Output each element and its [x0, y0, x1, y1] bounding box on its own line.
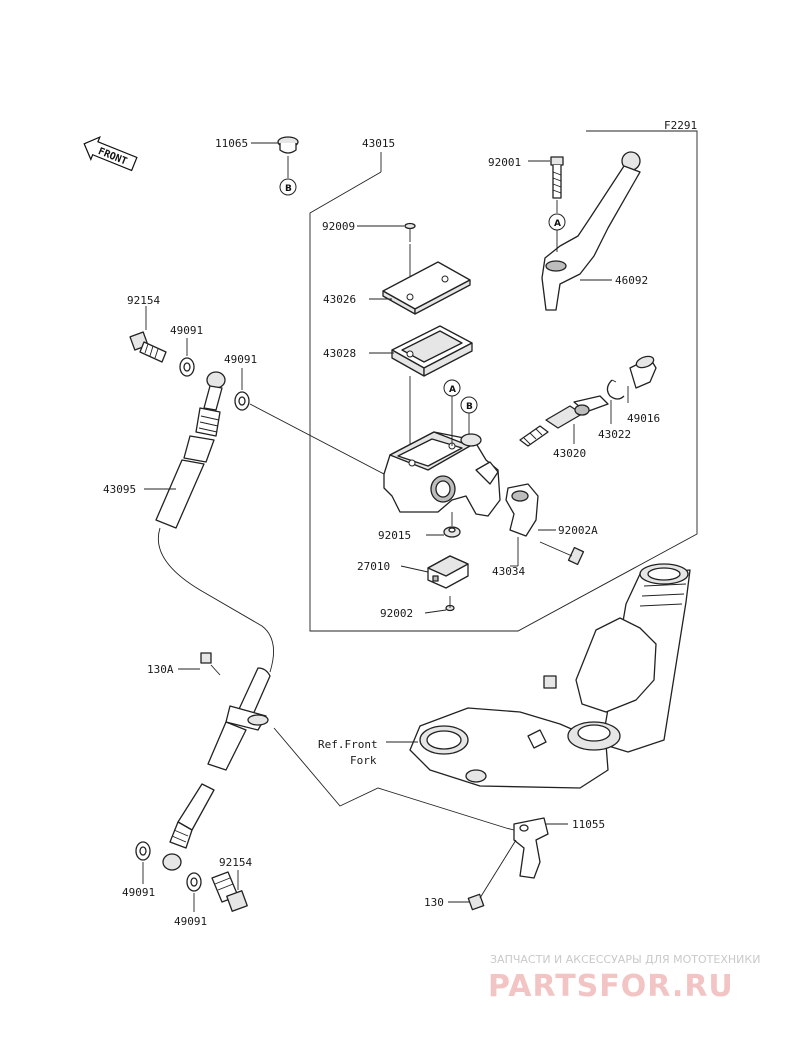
label-49016: 49016: [627, 412, 660, 425]
label-92154-top: 92154: [127, 294, 160, 307]
watermark-brand: PARTSFOR.RU: [488, 969, 734, 1004]
label-92009: 92009: [322, 220, 355, 233]
clamp-43034: [505, 483, 539, 537]
label-11065: 11065: [215, 137, 248, 150]
ref-front-fork-line2: Fork: [350, 754, 377, 767]
label-43026: 43026: [323, 293, 356, 306]
washer-49091-d: [186, 872, 202, 892]
screw-92009: [404, 222, 416, 242]
label-49091-b: 49091: [224, 353, 257, 366]
label-43020: 43020: [553, 447, 586, 460]
marker-a-1: A: [554, 219, 561, 229]
ref-front-fork-line1: Ref.Front: [318, 738, 378, 751]
circlip-43022: [606, 379, 625, 400]
washer-92015: [443, 526, 461, 538]
marker-a-2: A: [449, 385, 456, 395]
banjo-bolt-92154-top: [129, 331, 167, 363]
label-49091-d: 49091: [174, 915, 207, 928]
washer-49091-c: [135, 841, 151, 861]
cap-11065: [277, 136, 299, 154]
label-43095: 43095: [103, 483, 136, 496]
hose-bracket-11055: [513, 817, 549, 879]
brake-lever: [541, 151, 641, 311]
reservoir-cover-43026: [382, 261, 471, 315]
label-11055: 11055: [572, 818, 605, 831]
dust-boot-49016: [629, 355, 657, 389]
label-43034: 43034: [492, 565, 525, 578]
label-92001: 92001: [488, 156, 521, 169]
label-92015: 92015: [378, 529, 411, 542]
screw-92002: [445, 596, 455, 612]
label-92154-bottom: 92154: [219, 856, 252, 869]
piston-kit-43020: [519, 395, 609, 447]
label-49091-a: 49091: [170, 324, 203, 337]
bolt-130A: [200, 652, 221, 676]
label-43028: 43028: [323, 347, 356, 360]
pivot-bolt-92001: [550, 156, 564, 199]
marker-b-1: B: [285, 184, 292, 194]
bolt-130: [467, 839, 517, 911]
washer-49091-b: [234, 391, 250, 411]
label-43022: 43022: [598, 428, 631, 441]
figure-code: F2291: [664, 119, 697, 132]
diaphragm-43028: [391, 325, 473, 377]
marker-b-2: B: [466, 402, 473, 412]
label-92002A: 92002A: [558, 524, 598, 537]
label-43015: 43015: [362, 137, 395, 150]
label-46092: 46092: [615, 274, 648, 287]
watermark-caption: ЗАПЧАСТИ И АКСЕССУАРЫ ДЛЯ МОТОТЕХНИКИ: [490, 953, 760, 966]
master-cylinder-body: [383, 431, 501, 517]
clamp-bolt-92002A: [539, 541, 585, 566]
label-130: 130: [424, 896, 444, 909]
label-27010: 27010: [357, 560, 390, 573]
front-arrow-icon: FRONT: [83, 136, 138, 172]
brake-hose-43095: [155, 371, 226, 529]
label-49091-c: 49091: [122, 886, 155, 899]
label-92002: 92002: [380, 607, 413, 620]
upper-fork-bracket: [409, 563, 691, 789]
banjo-bolt-92154-bottom: [211, 871, 248, 912]
brake-hose-lower: [162, 667, 271, 871]
label-130A: 130A: [147, 663, 174, 676]
assembly-box-outline: [309, 130, 698, 632]
washer-49091-a: [179, 357, 195, 377]
brake-switch-27010: [427, 555, 469, 589]
